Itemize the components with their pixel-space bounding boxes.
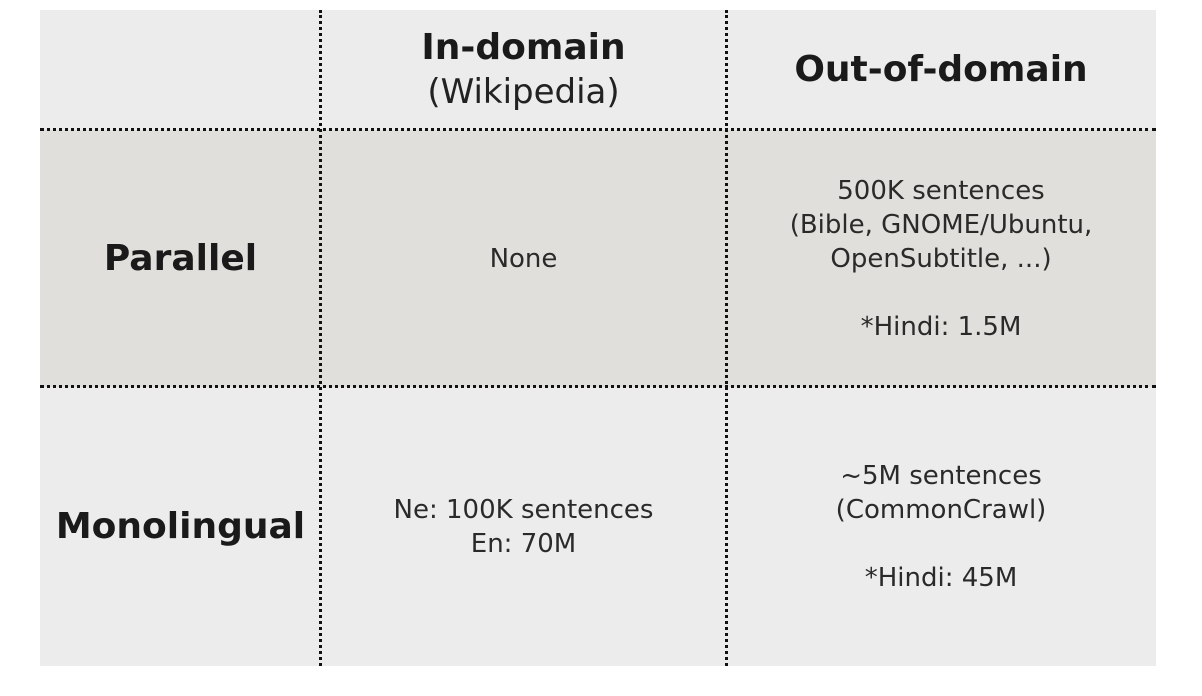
in-domain-title: In-domain	[421, 27, 626, 68]
cell-line: None	[489, 243, 558, 274]
header-out-of-domain: Out-of-domain	[726, 10, 1156, 130]
row-label: Parallel	[103, 237, 258, 279]
cell-line: OpenSubtitle, ...)	[830, 243, 1052, 274]
monolingual-in-domain-cell: Ne: 100K sentences En: 70M	[321, 387, 726, 666]
cell-line: *Hindi: 45M	[864, 562, 1018, 593]
row-label: Monolingual	[55, 505, 306, 547]
column-divider-2	[725, 10, 728, 666]
cell-line: (Bible, GNOME/Ubuntu,	[789, 209, 1093, 240]
parallel-row-bg	[40, 130, 1156, 387]
in-domain-subtitle: (Wikipedia)	[427, 72, 620, 112]
cell-line: ~5M sentences	[840, 460, 1042, 491]
out-of-domain-title: Out-of-domain	[794, 49, 1088, 90]
header-in-domain: In-domain (Wikipedia)	[321, 10, 726, 130]
monolingual-out-of-domain-cell: ~5M sentences (CommonCrawl) *Hindi: 45M	[726, 387, 1156, 666]
parallel-in-domain-cell: None	[321, 130, 726, 387]
monolingual-row-bg	[40, 387, 1156, 666]
row-label-monolingual: Monolingual	[40, 387, 321, 666]
row-divider-2	[40, 385, 1156, 388]
row-label-parallel: Parallel	[40, 130, 321, 387]
parallel-out-of-domain-cell: 500K sentences (Bible, GNOME/Ubuntu, Ope…	[726, 130, 1156, 387]
cell-line: 500K sentences	[837, 175, 1045, 206]
cell-line: Ne: 100K sentences	[393, 494, 654, 525]
cell-line: En: 70M	[470, 528, 577, 559]
data-sources-table: In-domain (Wikipedia) Out-of-domain Para…	[40, 10, 1156, 666]
header-row-bg	[40, 10, 1156, 130]
column-divider-1	[319, 10, 322, 666]
cell-line: (CommonCrawl)	[835, 494, 1047, 525]
row-divider-1	[40, 128, 1156, 131]
cell-line: *Hindi: 1.5M	[860, 311, 1022, 342]
